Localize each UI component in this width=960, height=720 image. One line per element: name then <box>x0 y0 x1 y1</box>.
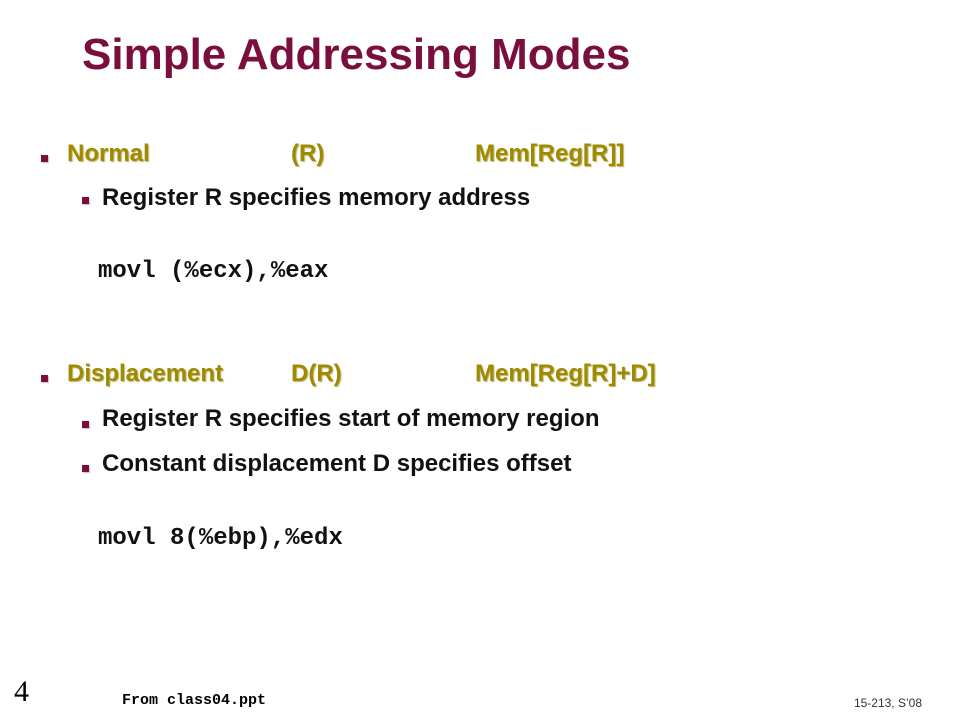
square-bullet-icon <box>82 465 89 472</box>
square-bullet-icon <box>82 197 89 204</box>
mode-detail: Register R specifies start of memory reg… <box>102 405 600 432</box>
page-number: 4 <box>14 675 29 708</box>
mode-name: Normal <box>67 140 150 167</box>
slide-title: Simple Addressing Modes <box>82 30 631 79</box>
code-example: movl 8(%ebp),%edx <box>98 525 343 552</box>
code-example: movl (%ecx),%eax <box>98 258 329 285</box>
mode-semantics: Mem[Reg[R]+D] <box>475 360 656 387</box>
mode-syntax: (R) <box>291 140 325 167</box>
mode-syntax: D(R) <box>291 360 342 387</box>
mode-detail: Constant displacement D specifies offset <box>102 450 572 477</box>
square-bullet-icon <box>82 421 89 428</box>
mode-name: Displacement <box>67 360 224 387</box>
square-bullet-icon <box>41 155 48 162</box>
mode-semantics: Mem[Reg[R]] <box>475 140 625 167</box>
square-bullet-icon <box>41 375 48 382</box>
course-label: 15-213, S’08 <box>853 696 922 710</box>
source-note: From class04.ppt <box>122 692 267 709</box>
mode-detail: Register R specifies memory address <box>102 184 531 211</box>
